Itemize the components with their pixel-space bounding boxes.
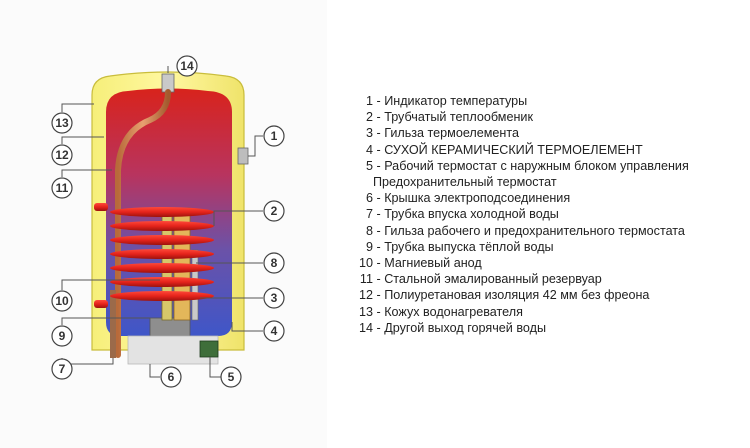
callout-8: 8 xyxy=(263,252,285,274)
callout-8-label: 8 xyxy=(271,256,278,270)
callout-14: 14 xyxy=(176,55,198,77)
legend-separator: - xyxy=(373,207,385,222)
legend-separator: - xyxy=(373,223,385,238)
legend-text: Полиуретановая изоляция 42 мм без фреона xyxy=(384,288,650,303)
legend-number: 5 xyxy=(365,158,373,173)
legend-separator: - xyxy=(373,320,385,335)
callout-13-label: 13 xyxy=(55,116,69,130)
temperature-indicator xyxy=(237,147,249,165)
legend-number: 11 xyxy=(359,272,373,287)
legend-number: 14 xyxy=(358,320,373,335)
legend-text: Гильза термоелемента xyxy=(384,126,520,141)
legend-item: 5 - Рабочий термостат с наружным блоком … xyxy=(341,158,741,174)
legend-item: 4 - СУХОЙ КЕРАМИЧЕСКИЙ ТЕРМОЕЛЕМЕНТ xyxy=(341,142,741,158)
thermostat-block xyxy=(199,340,219,358)
legend-separator: - xyxy=(373,288,385,303)
callout-1: 1 xyxy=(263,125,285,147)
legend-item: 12 - Полиуретановая изоляция 42 мм без ф… xyxy=(341,287,741,303)
legend-number: 8 xyxy=(365,223,373,238)
callout-14-label: 14 xyxy=(180,59,194,73)
legend-separator: - xyxy=(373,94,385,108)
callout-10-label: 10 xyxy=(55,294,69,308)
legend-text: Другой выход горячей воды xyxy=(384,320,546,335)
callout-5: 5 xyxy=(220,366,242,388)
legend-number: 13 xyxy=(358,304,373,319)
flange xyxy=(149,317,191,337)
legend-text: Гильза рабочего и предохранительного тер… xyxy=(384,223,685,238)
legend-text: Стальной эмалированный резервуар xyxy=(384,272,602,287)
legend-number: 10 xyxy=(358,256,373,271)
callout-9-label: 9 xyxy=(59,329,66,343)
legend-number: 9 xyxy=(365,239,373,254)
legend-item: 14 - Другой выход горячей воды xyxy=(341,320,741,336)
legend-separator: - xyxy=(373,239,385,254)
legend-number: 4 xyxy=(365,142,373,157)
legend-separator: - xyxy=(373,304,385,319)
callout-4-label: 4 xyxy=(271,324,278,338)
legend-number: 7 xyxy=(365,207,373,222)
callout-11-label: 11 xyxy=(56,181,69,195)
legend-text: Индикатор температуры xyxy=(384,94,528,108)
callout-13: 13 xyxy=(51,112,73,134)
callout-9: 9 xyxy=(51,325,73,347)
water-heater-diagram: 14 13 12 11 1 2 8 10 3 9 4 7 6 5 xyxy=(51,55,285,388)
legend-text: Трубка выпуска тёплой воды xyxy=(384,239,554,254)
callout-6-label: 6 xyxy=(168,370,175,384)
callout-7-label: 7 xyxy=(59,362,66,376)
legend-text: Рабочий термостат с наружным блоком упра… xyxy=(384,158,689,173)
legend-separator: - xyxy=(373,126,385,141)
legend-separator: - xyxy=(373,272,385,287)
callout-7: 7 xyxy=(51,358,73,380)
legend-text-continuation: Предохранительный термостат xyxy=(373,175,557,190)
legend-separator: - xyxy=(373,256,385,271)
legend-item: 8 - Гильза рабочего и предохранительного… xyxy=(341,223,741,239)
legend-item: 7 - Трубка впуска холодной воды xyxy=(341,206,741,222)
leader-lines xyxy=(61,66,263,378)
legend-item: 3 - Гильза термоелемента xyxy=(341,125,741,141)
legend-number: 1 xyxy=(365,94,373,108)
legend-separator: - xyxy=(373,191,385,206)
legend-number: 2 xyxy=(365,110,373,125)
callout-2-label: 2 xyxy=(271,204,278,218)
legend-item: 9 - Трубка выпуска тёплой воды xyxy=(341,239,741,255)
callout-2: 2 xyxy=(263,200,285,222)
legend-separator: - xyxy=(373,158,385,173)
callout-11: 11 xyxy=(51,177,73,199)
legend-number: 3 xyxy=(365,126,373,141)
legend-text: Кожух водонагревателя xyxy=(384,304,523,319)
legend-item: 2 - Трубчатый теплообменик xyxy=(341,109,741,125)
callout-1-label: 1 xyxy=(271,129,278,143)
callout-5-label: 5 xyxy=(228,370,235,384)
callout-4: 4 xyxy=(263,320,285,342)
legend-text: Трубчатый теплообменик xyxy=(384,110,533,125)
legend-list: 1 - Индикатор температуры 2 - Трубчатый … xyxy=(341,93,741,336)
legend-text: Трубка впуска холодной воды xyxy=(384,207,559,222)
callout-12-label: 12 xyxy=(55,148,69,162)
legend-item: 6 - Крышка электроподсоединения xyxy=(341,190,741,206)
legend-separator: - xyxy=(373,110,385,125)
callout-6: 6 xyxy=(160,366,182,388)
legend-separator: - xyxy=(373,142,385,157)
legend-number: 6 xyxy=(365,191,373,206)
callout-3-label: 3 xyxy=(271,291,278,305)
legend-text: Магниевый анод xyxy=(384,256,482,271)
legend-number: 12 xyxy=(358,288,373,303)
callout-10: 10 xyxy=(51,290,73,312)
cold-water-pipe xyxy=(110,290,116,358)
legend-item: 11 - Стальной эмалированный резервуар xyxy=(341,271,741,287)
hot-water-pipe xyxy=(115,89,171,358)
coil-heat-exchanger xyxy=(94,203,214,308)
legend-item: 10 - Магниевый анод xyxy=(341,255,741,271)
callout-12: 12 xyxy=(51,144,73,166)
legend-text: Крышка электроподсоединения xyxy=(384,191,571,206)
legend-item: 1 - Индикатор температуры xyxy=(341,93,741,109)
callout-3: 3 xyxy=(263,287,285,309)
legend-text: СУХОЙ КЕРАМИЧЕСКИЙ ТЕРМОЕЛЕМЕНТ xyxy=(384,142,643,157)
legend-item: 13 - Кожух водонагревателя xyxy=(341,304,741,320)
